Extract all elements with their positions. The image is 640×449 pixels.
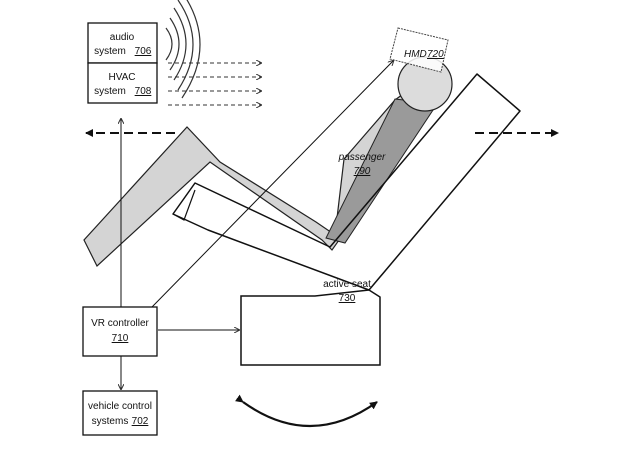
audio-ref: 706 <box>135 46 152 57</box>
sound-waves-icon <box>165 0 201 99</box>
hmd-ref: 720 <box>427 49 444 60</box>
active-seat-base <box>240 289 381 366</box>
vehicle-control-ref: 702 <box>132 416 149 427</box>
vr-controller-label: VR controller <box>91 318 149 329</box>
airflow-arrows <box>168 63 262 105</box>
vr-controller-box <box>82 306 158 357</box>
seat-back-outline <box>172 73 521 291</box>
rotation-arrow <box>234 394 378 427</box>
vr-to-hmd-line <box>151 60 394 308</box>
hvac-ref: 708 <box>135 86 152 97</box>
hmd-device <box>389 27 449 73</box>
vehicle-control-label: vehicle control <box>88 401 152 412</box>
audio-label: audio <box>110 32 135 43</box>
vehicle-control-box <box>82 390 158 436</box>
vr-controller-ref: 710 <box>112 333 129 344</box>
audio-label-2: system <box>94 46 126 57</box>
passenger-ref: 790 <box>354 166 371 177</box>
passenger-label: passenger <box>338 152 386 163</box>
active-seat-ref: 730 <box>339 293 356 304</box>
hvac-system-box <box>87 62 158 104</box>
hvac-label-2: system <box>94 86 126 97</box>
active-seat-label: active seat <box>323 279 371 290</box>
hmd-label: HMD <box>404 49 427 60</box>
audio-system-box <box>87 22 158 64</box>
vehicle-control-label-2: systems <box>92 416 129 427</box>
hvac-label: HVAC <box>108 72 135 83</box>
